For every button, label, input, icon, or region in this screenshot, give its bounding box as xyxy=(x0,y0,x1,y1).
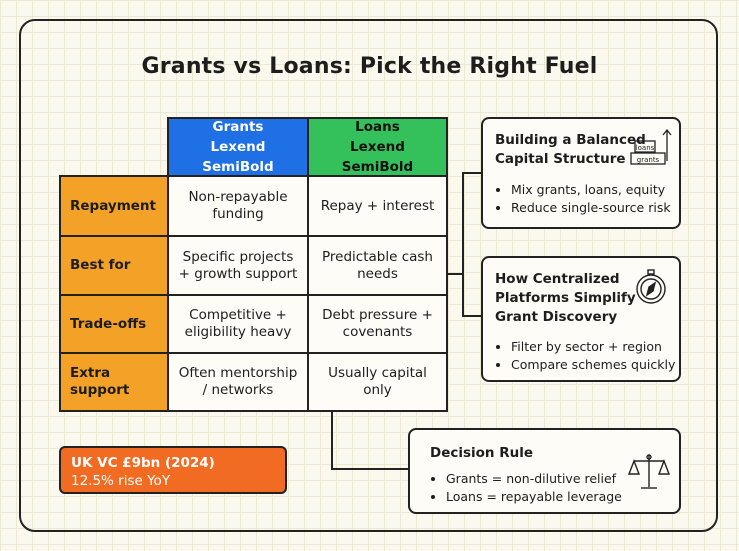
card-platforms-title: How Centralized Platforms Simplify Grant… xyxy=(495,270,636,327)
card-decision-bullets: Grants = non-dilutive relief Loans = rep… xyxy=(432,470,622,506)
icon-label-grants: grants xyxy=(637,156,660,164)
cell-loans-trade-offs: Debt pressure + covenants xyxy=(307,294,448,354)
list-item: Loans = repayable leverage xyxy=(446,488,622,506)
column-header-loans: Loans Lexend SemiBold xyxy=(307,117,448,177)
list-item: Filter by sector + region xyxy=(511,338,675,356)
card-balanced-bullets: Mix grants, loans, equity Reduce single-… xyxy=(497,181,671,217)
list-item: Mix grants, loans, equity xyxy=(511,181,671,199)
card-balanced-title-line1: Building a Balanced xyxy=(495,132,646,148)
stat-subline: 12.5% rise YoY xyxy=(71,473,171,489)
column-header-loans-title: Loans xyxy=(355,119,400,135)
card-platforms-title-line1: How Centralized xyxy=(495,271,620,287)
cell-grants-repayment: Non-repayable funding xyxy=(167,175,309,237)
list-item: Compare schemes quickly xyxy=(511,356,675,374)
connector-table-to-decision xyxy=(331,411,409,470)
stat-note: UK VC £9bn (2024) 12.5% rise YoY xyxy=(59,446,287,494)
stat-headline: UK VC £9bn (2024) xyxy=(71,455,215,471)
column-header-grants-subtitle: Lexend SemiBold xyxy=(202,139,274,175)
icon-label-loans: loans xyxy=(636,144,655,152)
cell-grants-trade-offs: Competitive + eligibility heavy xyxy=(167,294,309,354)
stacked-blocks-icon: loans grants xyxy=(630,128,672,165)
list-item: Reduce single-source risk xyxy=(511,199,671,217)
row-label-trade-offs: Trade-offs xyxy=(59,294,169,354)
row-label-best-for: Best for xyxy=(59,235,169,296)
column-header-grants-title: Grants xyxy=(212,119,264,135)
card-platforms-bullets: Filter by sector + region Compare scheme… xyxy=(497,338,675,374)
page-title: Grants vs Loans: Pick the Right Fuel xyxy=(141,54,598,79)
cell-loans-best-for: Predictable cash needs xyxy=(307,235,448,296)
row-label-repayment: Repayment xyxy=(59,175,169,237)
compass-icon xyxy=(636,269,666,304)
column-header-grants: Grants Lexend SemiBold xyxy=(167,117,309,177)
column-header-loans-subtitle: Lexend SemiBold xyxy=(341,139,414,175)
cell-grants-extra-support: Often mentorship / networks xyxy=(167,352,309,412)
card-decision-rule: Decision Rule Grants = non-dilutive reli… xyxy=(408,428,681,514)
card-platforms-title-line3: Grant Discovery xyxy=(495,309,618,325)
cell-grants-best-for: Specific projects + growth support xyxy=(167,235,309,296)
card-balanced-title-line2: Capital Structure xyxy=(495,151,626,167)
card-balanced-capital: Building a Balanced Capital Structure lo… xyxy=(481,117,681,229)
frame-border xyxy=(19,19,718,532)
list-item: Grants = non-dilutive relief xyxy=(446,470,622,488)
card-decision-title: Decision Rule xyxy=(430,445,534,461)
cell-loans-repayment: Repay + interest xyxy=(307,175,448,237)
card-centralized-platforms: How Centralized Platforms Simplify Grant… xyxy=(481,256,681,382)
cell-loans-extra-support: Usually capital only xyxy=(307,352,448,412)
scales-icon xyxy=(628,454,670,489)
card-platforms-title-line2: Platforms Simplify xyxy=(495,290,636,306)
row-label-extra-support: Extra support xyxy=(59,352,169,412)
card-balanced-title: Building a Balanced Capital Structure xyxy=(495,131,646,169)
connector-table-to-cards xyxy=(448,172,482,317)
